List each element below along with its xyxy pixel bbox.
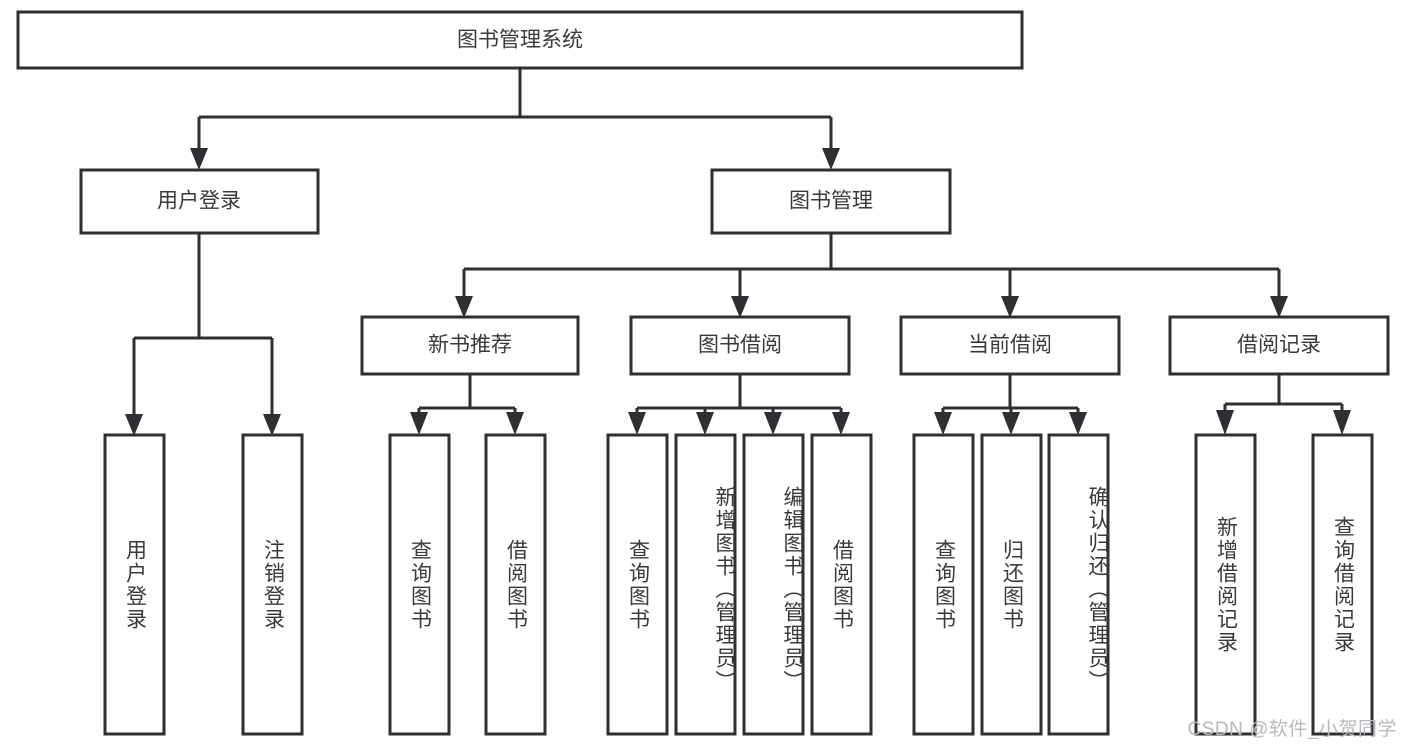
- arrow-head-leaf-edit-book: [764, 412, 782, 435]
- watermark-text: CSDN @软件_小贺同学: [1187, 719, 1397, 740]
- node-box-leaf-user-login[interactable]: [103, 433, 166, 736]
- node-box-leaf-confirm-return[interactable]: [1047, 433, 1110, 736]
- node-box-leaf-borrow-book-1[interactable]: [484, 433, 547, 736]
- node-box-borrow-record[interactable]: [1168, 315, 1390, 376]
- arrow-head-current-borrow: [1001, 296, 1019, 318]
- arrow-head-book-borrow: [731, 296, 749, 318]
- arrow-head-leaf-borrow-book-2: [832, 412, 850, 435]
- node-box-leaf-query-book-2[interactable]: [606, 433, 669, 736]
- nodes-layer: 图书管理系统 用户登录 图书管理 新书推荐 图书借阅 当前借阅 借阅记录: [16, 10, 1390, 736]
- node-box-current-borrow[interactable]: [899, 315, 1121, 376]
- arrow-head-leaf-query-record: [1333, 410, 1351, 435]
- arrow-head-leaf-query-book-2: [628, 412, 646, 435]
- node-box-leaf-return-book[interactable]: [980, 433, 1043, 736]
- node-label-root: 图书管理系统: [457, 29, 583, 52]
- arrow-head-new-book-recommend: [455, 296, 473, 318]
- arrow-head-leaf-query-book-1: [410, 412, 428, 435]
- arrow-head-leaf-borrow-book-1: [506, 412, 524, 435]
- node-box-leaf-edit-book[interactable]: [742, 433, 805, 736]
- arrow-head-leaf-logout: [263, 414, 281, 436]
- node-label-book-borrow: 图书借阅: [698, 334, 782, 357]
- node-label-new-book-recommend: 新书推荐: [428, 334, 512, 357]
- node-box-user-login[interactable]: [79, 168, 320, 235]
- node-box-leaf-add-record[interactable]: [1194, 433, 1257, 736]
- edges-layer: [125, 68, 1351, 436]
- arrow-head-borrow-record: [1270, 296, 1288, 318]
- node-label-book-management: 图书管理: [789, 190, 873, 213]
- arrow-head-leaf-add-book: [696, 412, 714, 435]
- node-box-book-borrow[interactable]: [629, 315, 851, 376]
- node-label-current-borrow: 当前借阅: [968, 334, 1052, 357]
- node-box-book-management[interactable]: [710, 168, 952, 235]
- arrow-head-leaf-query-book-3: [934, 412, 952, 435]
- arrow-head-leaf-return-book: [1002, 412, 1020, 435]
- node-box-leaf-query-book-1[interactable]: [388, 433, 451, 736]
- arrow-head-leaf-confirm-return: [1069, 412, 1087, 435]
- arrow-head-user-login: [190, 148, 208, 170]
- arrow-head-leaf-add-record: [1216, 410, 1234, 435]
- node-box-leaf-query-record[interactable]: [1311, 433, 1374, 736]
- node-label-user-login: 用户登录: [157, 190, 241, 213]
- node-box-leaf-borrow-book-2[interactable]: [810, 433, 873, 736]
- node-box-leaf-query-book-3[interactable]: [912, 433, 975, 736]
- node-box-leaf-add-book[interactable]: [674, 433, 737, 736]
- node-label-borrow-record: 借阅记录: [1237, 334, 1321, 357]
- node-box-new-book-recommend[interactable]: [360, 315, 580, 376]
- arrow-head-book-management: [822, 148, 840, 170]
- node-box-root[interactable]: [16, 10, 1024, 70]
- node-box-leaf-logout[interactable]: [241, 433, 304, 736]
- arrow-head-leaf-user-login: [125, 414, 143, 436]
